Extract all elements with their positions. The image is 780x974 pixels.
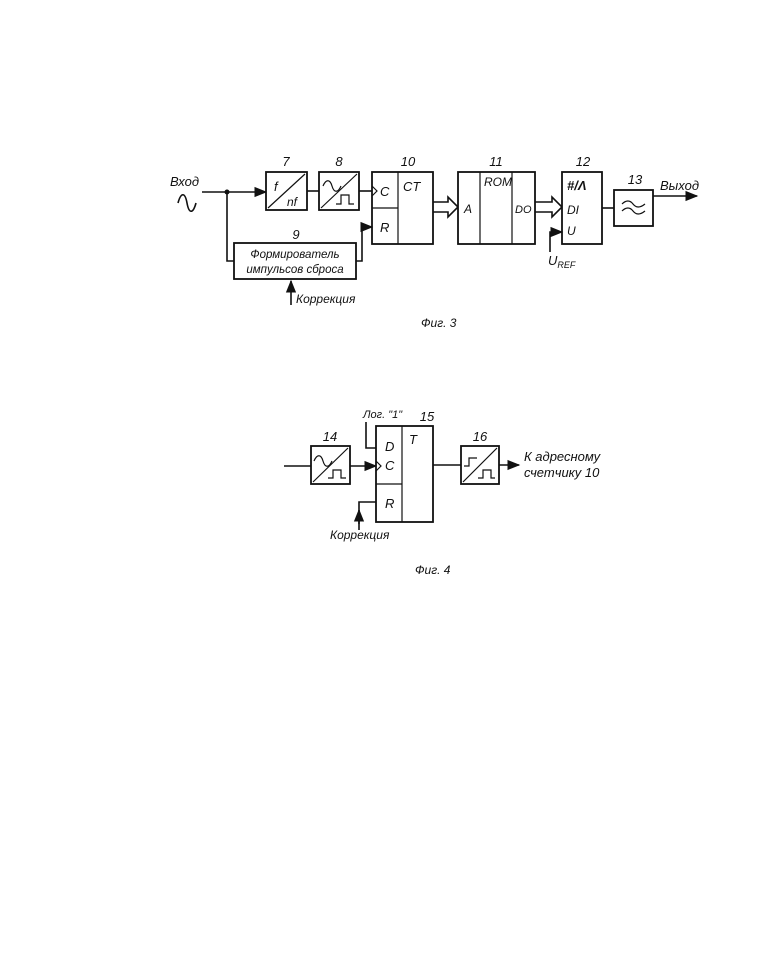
fig4-correction-label: Коррекция (330, 528, 390, 542)
block-10-ct: CT (403, 179, 421, 194)
wire-uref-to-12 (550, 232, 562, 252)
block-9-line2: импульсов сброса (246, 264, 343, 276)
bus-11-to-12 (535, 197, 562, 217)
block-10-r: R (380, 220, 389, 235)
sine-wave-icon (178, 195, 196, 212)
fig4-caption: Фиг. 4 (415, 563, 451, 577)
fig4-output-line1: К адресному (524, 449, 602, 464)
block-9-number: 9 (292, 227, 299, 242)
block-12-top: #/Λ (567, 178, 587, 193)
block-11-number: 11 (489, 154, 503, 169)
block-15-c: C (385, 458, 395, 473)
fig3-caption: Фиг. 3 (421, 316, 457, 330)
input-label: Вход (170, 174, 199, 189)
block-13-lowpass-filter (614, 190, 653, 226)
block-14-number: 14 (323, 429, 337, 444)
wire-9-to-10R (356, 227, 372, 261)
block-15-r: R (385, 496, 394, 511)
block-15-d: D (385, 439, 394, 454)
fig3-correction-label: Коррекция (296, 292, 356, 306)
wire-log1-to-15D (366, 422, 376, 448)
block-12-di: DI (567, 203, 580, 217)
wire-branch-to-9 (227, 192, 234, 261)
block-11-a: A (463, 202, 472, 216)
block-11-rom-label: ROM (484, 175, 512, 189)
block-13-number: 13 (628, 172, 643, 187)
block-8-number: 8 (335, 154, 343, 169)
wire-correction-to-15R (359, 502, 376, 530)
block-12-number: 12 (576, 154, 591, 169)
output-label: Выход (660, 178, 699, 193)
block-11-do: DO (515, 204, 532, 216)
log1-label: Лог. "1" (362, 409, 403, 421)
fig3: Вход 7 f nf 8 10 C CT R 9 Фо (170, 154, 699, 330)
block-7-bottom: nf (287, 195, 299, 209)
block-15-t: T (409, 432, 418, 447)
block-10-number: 10 (401, 154, 416, 169)
block-12-u: U (567, 224, 576, 238)
uref-label: UREF (548, 253, 576, 270)
block-7-number: 7 (282, 154, 290, 169)
block-9-line1: Формирователь (250, 249, 339, 261)
block-15-number: 15 (420, 409, 435, 424)
fig4: 14 Лог. "1" 15 D C R T Коррекция 16 (284, 409, 602, 577)
block-10-c: C (380, 184, 390, 199)
fig4-output-line2: счетчику 10 (524, 465, 600, 480)
block-16-number: 16 (473, 429, 488, 444)
bus-10-to-11 (433, 197, 458, 217)
